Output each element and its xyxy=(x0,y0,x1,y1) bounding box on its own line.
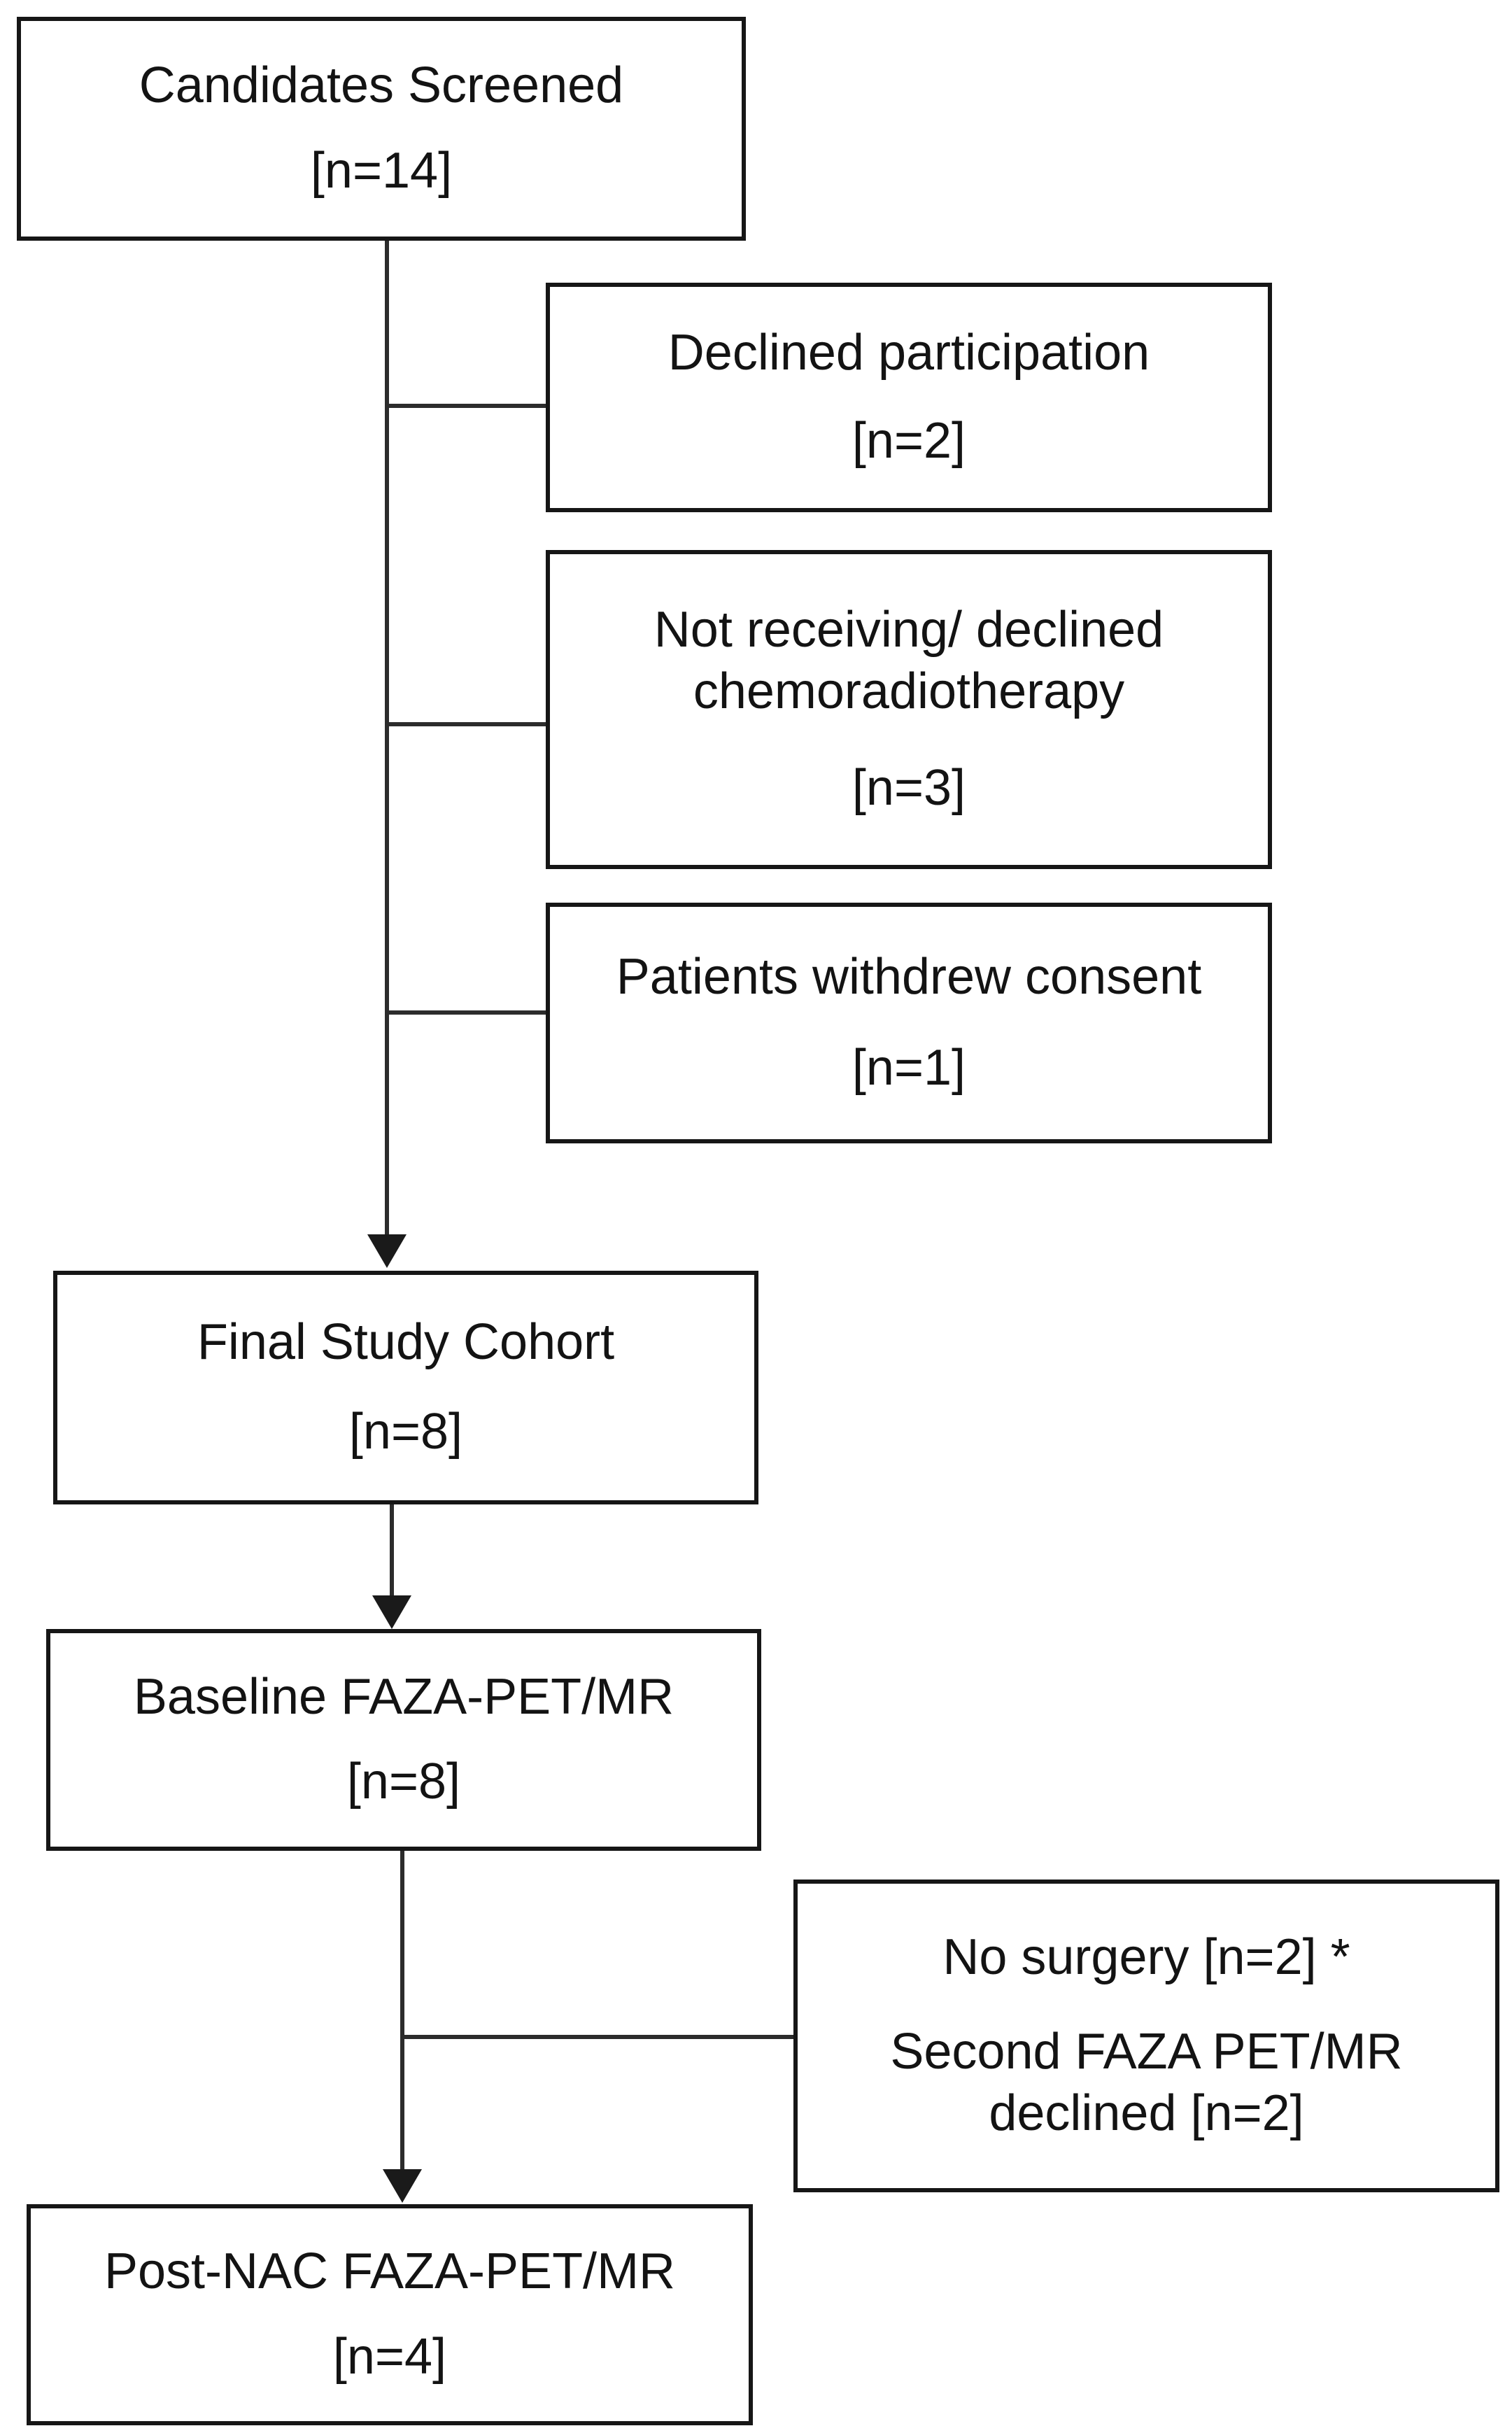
arrow-down-icon xyxy=(372,1595,411,1629)
box-count: [n=8] xyxy=(348,1403,463,1460)
box-title: Post-NAC FAZA-PET/MR xyxy=(104,2243,676,2300)
connector-branch-not-receiving xyxy=(387,722,546,726)
box-title: Baseline FAZA-PET/MR xyxy=(133,1668,674,1725)
box-title: Final Study Cohort xyxy=(197,1314,615,1371)
flow-box-not-receiving-chemoradiotherapy: Not receiving/ declined chemoradiotherap… xyxy=(546,550,1272,869)
box-title: Not receiving/ declined chemoradiotherap… xyxy=(653,601,1164,719)
flow-box-declined-participation: Declined participation [n=2] xyxy=(546,283,1272,512)
box-line-no-surgery: No surgery [n=2] * xyxy=(942,1928,1350,1985)
flow-box-candidates-screened: Candidates Screened [n=14] xyxy=(17,17,746,241)
connector-final-to-baseline xyxy=(390,1504,394,1597)
flow-box-final-study-cohort: Final Study Cohort [n=8] xyxy=(53,1271,758,1504)
connector-baseline-to-postnac xyxy=(400,1851,404,2172)
connector-branch-exclusions xyxy=(400,2035,793,2039)
flow-box-withdrew-consent: Patients withdrew consent [n=1] xyxy=(546,903,1272,1143)
box-count: [n=2] xyxy=(852,412,966,469)
box-count: [n=8] xyxy=(346,1754,461,1810)
arrow-down-icon xyxy=(367,1234,407,1268)
box-count: [n=14] xyxy=(310,143,453,199)
box-title: Patients withdrew consent xyxy=(616,948,1202,1005)
box-count: [n=4] xyxy=(332,2328,447,2385)
arrow-down-icon xyxy=(383,2169,422,2203)
box-line-second-scan-declined: Second FAZA PET/MR declined [n=2] xyxy=(890,2024,1403,2142)
connector-branch-declined xyxy=(387,404,546,408)
flow-box-post-nac-faza-pet-mr: Post-NAC FAZA-PET/MR [n=4] xyxy=(27,2204,753,2425)
box-count: [n=1] xyxy=(852,1040,966,1096)
connector-branch-withdrew xyxy=(387,1010,546,1015)
box-title: Candidates Screened xyxy=(139,57,624,113)
flow-box-no-surgery-second-scan-declined: No surgery [n=2] * Second FAZA PET/MR de… xyxy=(793,1880,1499,2192)
box-count: [n=3] xyxy=(852,760,966,817)
box-title: Declined participation xyxy=(667,325,1150,381)
connector-screened-to-final xyxy=(385,241,389,1236)
flow-box-baseline-faza-pet-mr: Baseline FAZA-PET/MR [n=8] xyxy=(46,1629,761,1851)
